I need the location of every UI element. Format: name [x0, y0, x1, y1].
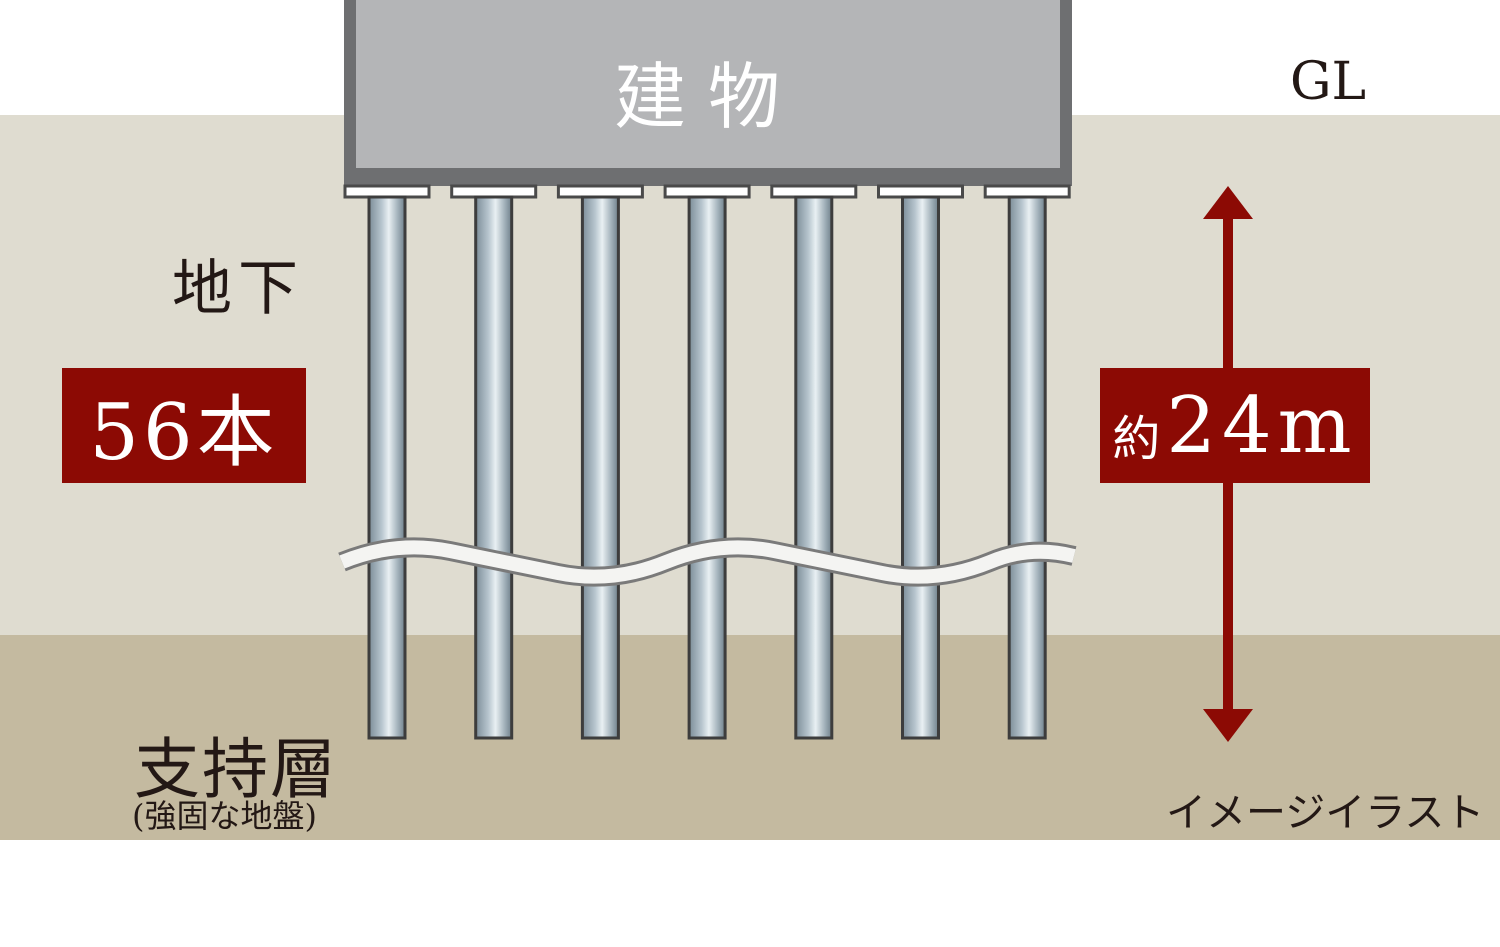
- pile: [687, 195, 727, 740]
- pile-cap: [343, 184, 431, 199]
- pile: [580, 195, 620, 740]
- break-line-wave-fill: [339, 540, 1076, 584]
- depth-value: 24m: [1166, 380, 1358, 471]
- gl-label: GL: [1290, 52, 1367, 112]
- pile: [1007, 195, 1047, 740]
- pile-count-text: 56本: [89, 387, 279, 478]
- underground-label: 地下: [172, 254, 304, 324]
- building-base-slab: [344, 176, 1072, 186]
- pile: [901, 195, 940, 740]
- pile-count-badge: 56本: [62, 368, 306, 483]
- pile: [474, 195, 514, 740]
- depth-arrow-up-head: [1203, 186, 1253, 219]
- pile: [367, 195, 407, 740]
- pile-group: [343, 184, 1071, 740]
- pile-cap: [877, 184, 964, 199]
- bearing-layer-sublabel: (強固な地盤): [132, 797, 317, 835]
- building-block: [344, 0, 1072, 180]
- pile-cap: [983, 184, 1071, 199]
- pile-cap: [663, 184, 751, 199]
- depth-prefix: 約: [1112, 410, 1161, 467]
- depth-arrow-down-head: [1203, 709, 1253, 742]
- pile: [794, 195, 834, 740]
- bearing-layer-band: [0, 635, 1500, 840]
- illustration-caption: イメージイラスト: [1166, 790, 1485, 836]
- pile-cap: [556, 184, 644, 199]
- pile-cap: [450, 184, 538, 199]
- pile-cap: [770, 184, 858, 199]
- depth-badge: 約 24m: [1100, 368, 1370, 483]
- building-label: 建物: [613, 55, 802, 139]
- bearing-layer-label: 支持層: [134, 731, 338, 808]
